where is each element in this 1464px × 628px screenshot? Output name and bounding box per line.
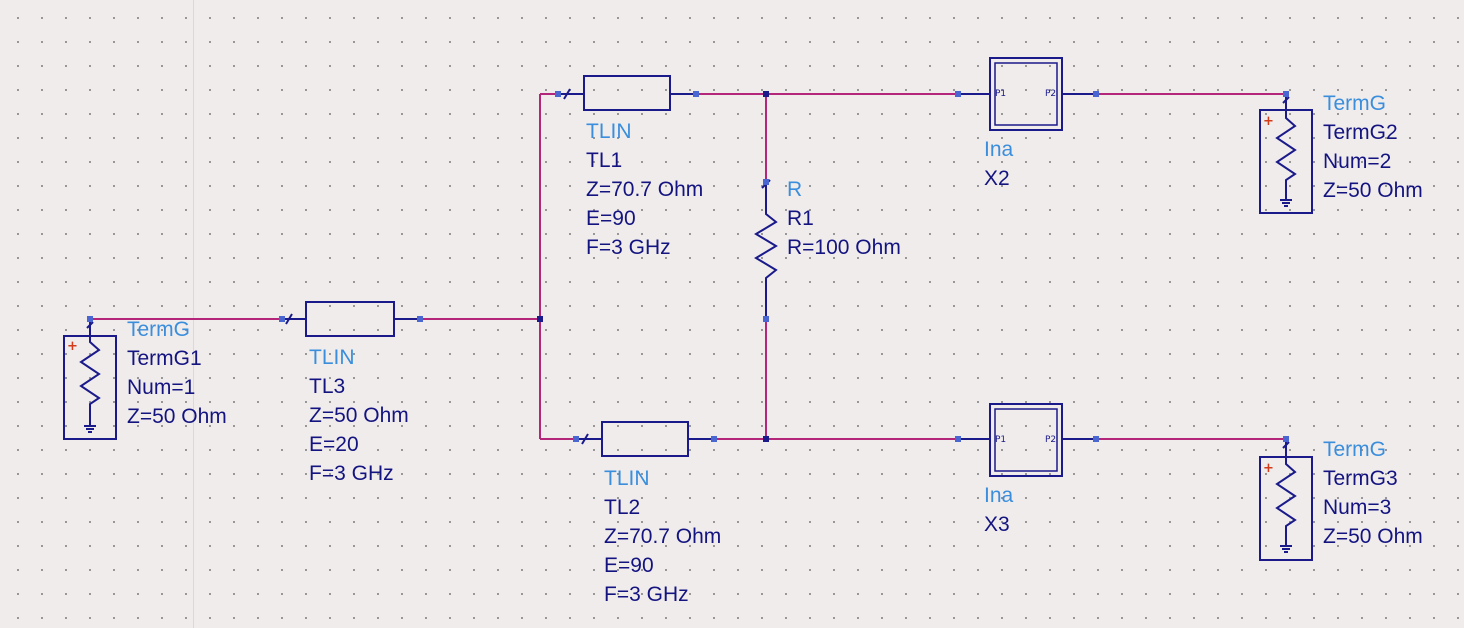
pin[interactable]	[1283, 436, 1289, 442]
port-label: P2	[1045, 89, 1056, 99]
plus-sign: +	[67, 339, 78, 354]
pin[interactable]	[1093, 436, 1099, 442]
component-param: F=3 GHz	[604, 583, 689, 606]
x3-label: Ina X3	[984, 481, 1013, 539]
x2-label: Ina X2	[984, 135, 1013, 193]
component-name: TermG2	[1323, 121, 1398, 144]
component-type: TLIN	[604, 467, 650, 490]
port-label: P2	[1045, 435, 1056, 445]
tl1-label: TLIN TL1 Z=70.7 Ohm E=90 F=3 GHz	[586, 117, 703, 262]
x2-symbol[interactable]: P1 P2	[955, 57, 1099, 131]
pin[interactable]	[555, 91, 561, 97]
component-param: Num=1	[127, 376, 196, 399]
termg2-symbol[interactable]: +	[1259, 91, 1313, 214]
port-label: P1	[995, 89, 1006, 99]
component-type: TermG	[127, 318, 190, 341]
component-param: F=3 GHz	[309, 462, 394, 485]
component-param: Num=3	[1323, 496, 1392, 519]
pin[interactable]	[955, 436, 961, 442]
canvas-divider	[193, 0, 194, 628]
component-type: TLIN	[586, 120, 632, 143]
component-param: Z=70.7 Ohm	[586, 178, 704, 201]
component-type: Ina	[984, 138, 1014, 161]
pin[interactable]	[955, 91, 961, 97]
component-name: X3	[984, 513, 1010, 536]
component-type: Ina	[984, 484, 1014, 507]
termg1-label: TermG TermG1 Num=1 Z=50 Ohm	[127, 315, 227, 431]
pin[interactable]	[693, 91, 699, 97]
termg2-label: TermG TermG2 Num=2 Z=50 Ohm	[1323, 89, 1423, 205]
component-type: R	[787, 178, 803, 201]
pin[interactable]	[573, 436, 579, 442]
pin[interactable]	[87, 316, 93, 322]
plus-sign: +	[1263, 461, 1274, 476]
component-param: Z=50 Ohm	[1323, 179, 1423, 202]
junction-node	[537, 316, 543, 322]
junction-node	[763, 91, 769, 97]
pin[interactable]	[417, 316, 423, 322]
tl3-label: TLIN TL3 Z=50 Ohm E=20 F=3 GHz	[309, 343, 409, 488]
junction-node	[763, 436, 769, 442]
component-param: E=90	[586, 207, 636, 230]
r1-label: R R1 R=100 Ohm	[787, 175, 901, 262]
component-name: TL1	[586, 149, 623, 172]
pin[interactable]	[763, 179, 769, 185]
x3-symbol[interactable]: P1 P2	[955, 403, 1099, 477]
component-name: TermG1	[127, 347, 202, 370]
component-param: Z=50 Ohm	[1323, 525, 1423, 548]
component-type: TermG	[1323, 438, 1386, 461]
component-param: Z=50 Ohm	[309, 404, 409, 427]
tl2-label: TLIN TL2 Z=70.7 Ohm E=90 F=3 GHz	[604, 464, 721, 609]
component-name: X2	[984, 167, 1010, 190]
component-name: TermG3	[1323, 467, 1398, 490]
termg3-label: TermG TermG3 Num=3 Z=50 Ohm	[1323, 435, 1423, 551]
pin[interactable]	[711, 436, 717, 442]
component-param: Z=70.7 Ohm	[604, 525, 722, 548]
pin[interactable]	[1093, 91, 1099, 97]
component-type: TermG	[1323, 92, 1386, 115]
pin[interactable]	[279, 316, 285, 322]
r1-symbol[interactable]	[754, 179, 778, 322]
component-name: R1	[787, 207, 814, 230]
plus-sign: +	[1263, 114, 1274, 129]
termg1-symbol[interactable]: +	[63, 316, 117, 440]
component-param: Num=2	[1323, 150, 1392, 173]
wires	[90, 93, 1286, 440]
component-param: E=20	[309, 433, 359, 456]
pin[interactable]	[763, 316, 769, 322]
tl3-symbol[interactable]	[279, 301, 423, 337]
component-param: Z=50 Ohm	[127, 405, 227, 428]
component-name: TL3	[309, 375, 346, 398]
component-param: E=90	[604, 554, 654, 577]
component-param: R=100 Ohm	[787, 236, 901, 259]
port-label: P1	[995, 435, 1006, 445]
tl2-symbol[interactable]	[573, 421, 717, 457]
pin[interactable]	[1283, 91, 1289, 97]
termg3-symbol[interactable]: +	[1259, 436, 1313, 561]
tl1-symbol[interactable]	[555, 75, 699, 111]
component-name: TL2	[604, 496, 641, 519]
component-param: F=3 GHz	[586, 236, 671, 259]
component-type: TLIN	[309, 346, 355, 369]
